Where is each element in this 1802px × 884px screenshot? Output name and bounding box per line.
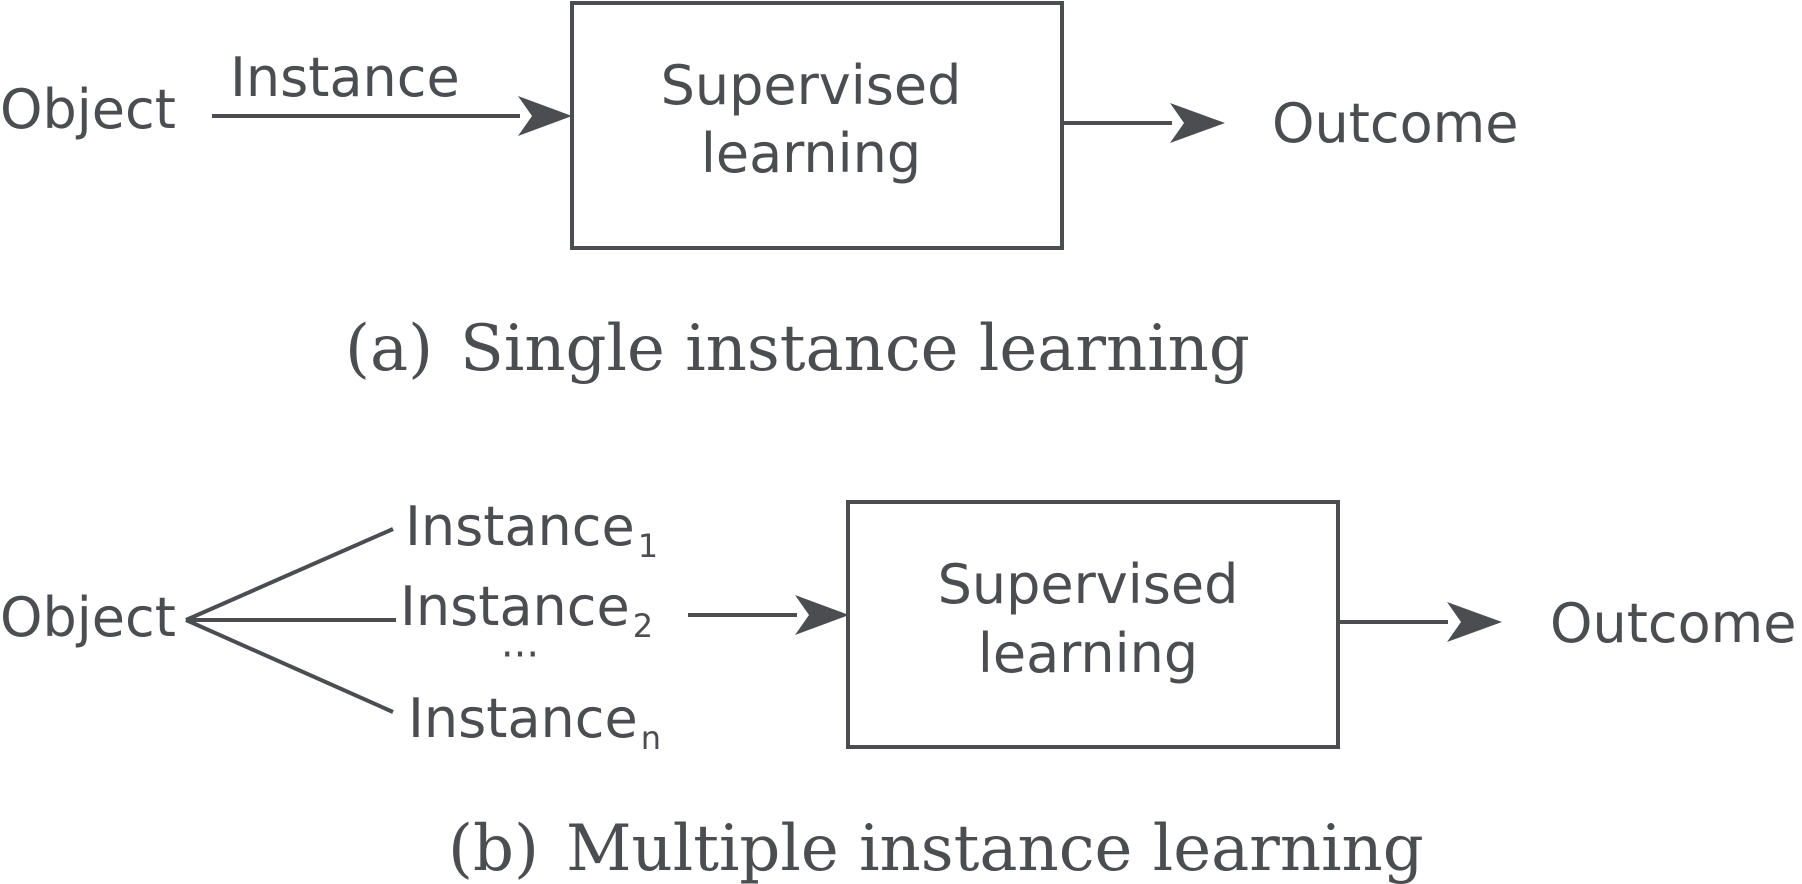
panel-b-caption-text: Multiple instance learning bbox=[566, 812, 1424, 884]
panel-a-instance-label: Instance bbox=[230, 46, 460, 109]
panel-a-box-line2: learning bbox=[701, 122, 921, 185]
panel-a: Object Instance Supervised learning Outc… bbox=[0, 1, 1518, 386]
panel-b-caption-letter: (b) bbox=[448, 812, 539, 884]
panel-b-instance-n: Instancen bbox=[408, 687, 661, 757]
panel-b-instance-1: Instance1 bbox=[405, 495, 658, 565]
panel-b-output-arrow-head bbox=[1447, 602, 1502, 642]
panel-b-branch-line-1 bbox=[185, 527, 394, 622]
panel-b-box-line1: Supervised bbox=[938, 553, 1239, 616]
panel-a-object-label: Object bbox=[0, 78, 176, 141]
panel-a-supervised-learning-box bbox=[570, 1, 1064, 250]
panel-b-box-line2: learning bbox=[978, 622, 1198, 685]
panel-b-instance-2-subscript: 2 bbox=[633, 607, 653, 645]
panel-b: Object Instance1 Instance2 ··· Instancen… bbox=[0, 495, 1796, 884]
panel-b-instance-n-subscript: n bbox=[641, 719, 661, 757]
panel-b-ellipsis: ··· bbox=[501, 632, 539, 678]
panel-b-instance-1-base: Instance bbox=[405, 495, 635, 558]
panel-b-object-label: Object bbox=[0, 586, 176, 649]
panel-b-branch-line-3 bbox=[185, 618, 394, 714]
panel-a-caption-letter: (a) bbox=[345, 312, 433, 386]
panel-b-instance-2-base: Instance bbox=[400, 575, 630, 638]
panel-b-instance-1-subscript: 1 bbox=[638, 527, 658, 565]
panel-b-input-arrow-head bbox=[795, 595, 849, 635]
panel-a-output-arrow-head bbox=[1170, 103, 1225, 143]
panel-a-outcome-label: Outcome bbox=[1272, 92, 1518, 155]
panel-b-instance-2: Instance2 bbox=[400, 575, 653, 645]
panel-b-instance-n-base: Instance bbox=[408, 687, 638, 750]
panel-a-input-arrow-head bbox=[518, 96, 572, 136]
panel-b-supervised-learning-box bbox=[846, 500, 1340, 749]
panel-a-box-line1: Supervised bbox=[661, 54, 962, 117]
panel-a-caption-text: Single instance learning bbox=[460, 312, 1250, 386]
panel-b-outcome-label: Outcome bbox=[1550, 592, 1796, 655]
